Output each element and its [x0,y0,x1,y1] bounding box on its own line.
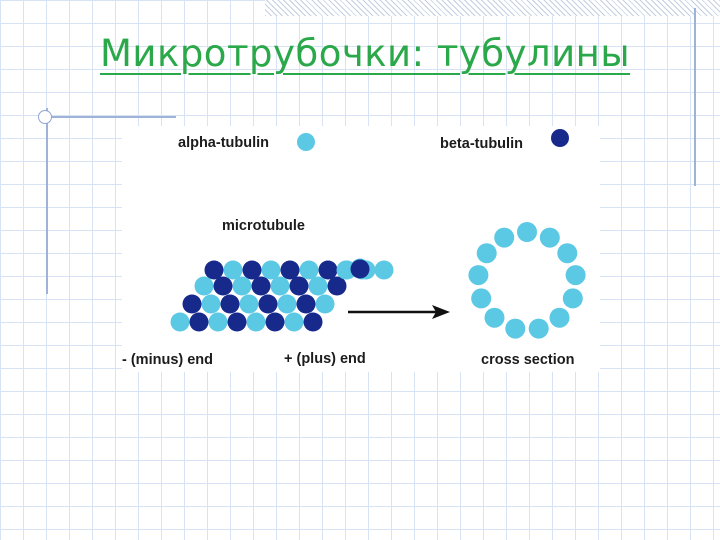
alpha-tubulin-subunit [247,313,266,332]
alpha-tubulin-subunit [195,277,214,296]
beta-tubulin-subunit [304,313,323,332]
beta-tubulin-subunit [290,277,309,296]
beta-tubulin-subunit [183,295,202,314]
beta-tubulin-subunit [205,261,224,280]
beta-tubulin-subunit [328,277,347,296]
tubulin-figure: alpha-tubulin beta-tubulin microtubule -… [122,126,600,372]
plus-end-label: + (plus) end [284,351,366,367]
beta-tubulin-subunit [190,313,209,332]
cross-section-subunit [529,319,549,339]
beta-tubulin-subunit [266,313,285,332]
cross-section-subunit [566,265,586,285]
beta-tubulin-subunit [259,295,278,314]
microtubule-body [171,259,394,332]
alpha-tubulin-legend-swatch [297,133,315,151]
cross-section-subunit [517,222,537,242]
microtubule-label: microtubule [222,218,305,234]
beta-tubulin-subunit [319,261,338,280]
cross-section-subunit [477,243,497,263]
cross-section-label: cross section [481,352,575,368]
cross-section-ring [468,222,585,339]
beta-tubulin-label: beta-tubulin [440,136,523,152]
slide-title: Микротрубочки: тубулины [100,32,630,75]
cross-section-subunit [540,228,560,248]
minus-end-label: - (minus) end [122,352,213,368]
tubulin-diagram: alpha-tubulin beta-tubulin microtubule -… [122,126,600,372]
cross-section-subunit [468,265,488,285]
cross-section-subunit [494,228,514,248]
beta-tubulin-subunit [243,261,262,280]
alpha-tubulin-subunit [209,313,228,332]
alpha-tubulin-subunit [285,313,304,332]
header-hatch-decoration [265,0,720,16]
left-vertical-rule [46,108,48,294]
beta-tubulin-subunit [297,295,316,314]
alpha-tubulin-subunit [316,295,335,314]
beta-tubulin-legend-swatch [551,129,569,147]
beta-tubulin-subunit [351,260,370,279]
beta-tubulin-subunit [221,295,240,314]
alpha-tubulin-subunit [375,261,394,280]
beta-tubulin-subunit [281,261,300,280]
alpha-tubulin-subunit [202,295,221,314]
beta-tubulin-subunit [214,277,233,296]
beta-tubulin-subunit [252,277,271,296]
alpha-tubulin-subunit [171,313,190,332]
cross-section-subunit [485,308,505,328]
alpha-tubulin-subunit [240,295,259,314]
alpha-tubulin-subunit [271,277,290,296]
alpha-tubulin-label: alpha-tubulin [178,135,269,151]
rule-circle-decoration [38,110,52,124]
cross-section-subunit [557,243,577,263]
alpha-tubulin-subunit [224,261,243,280]
cross-section-subunit [471,288,491,308]
alpha-tubulin-subunit [262,261,281,280]
beta-tubulin-subunit [228,313,247,332]
right-vertical-rule [694,8,696,186]
cross-section-subunit [505,319,525,339]
left-horizontal-rule [46,116,176,118]
alpha-tubulin-subunit [233,277,252,296]
cross-section-subunit [550,308,570,328]
cross-section-subunit [563,288,583,308]
alpha-tubulin-subunit [300,261,319,280]
alpha-tubulin-subunit [309,277,328,296]
alpha-tubulin-subunit [278,295,297,314]
